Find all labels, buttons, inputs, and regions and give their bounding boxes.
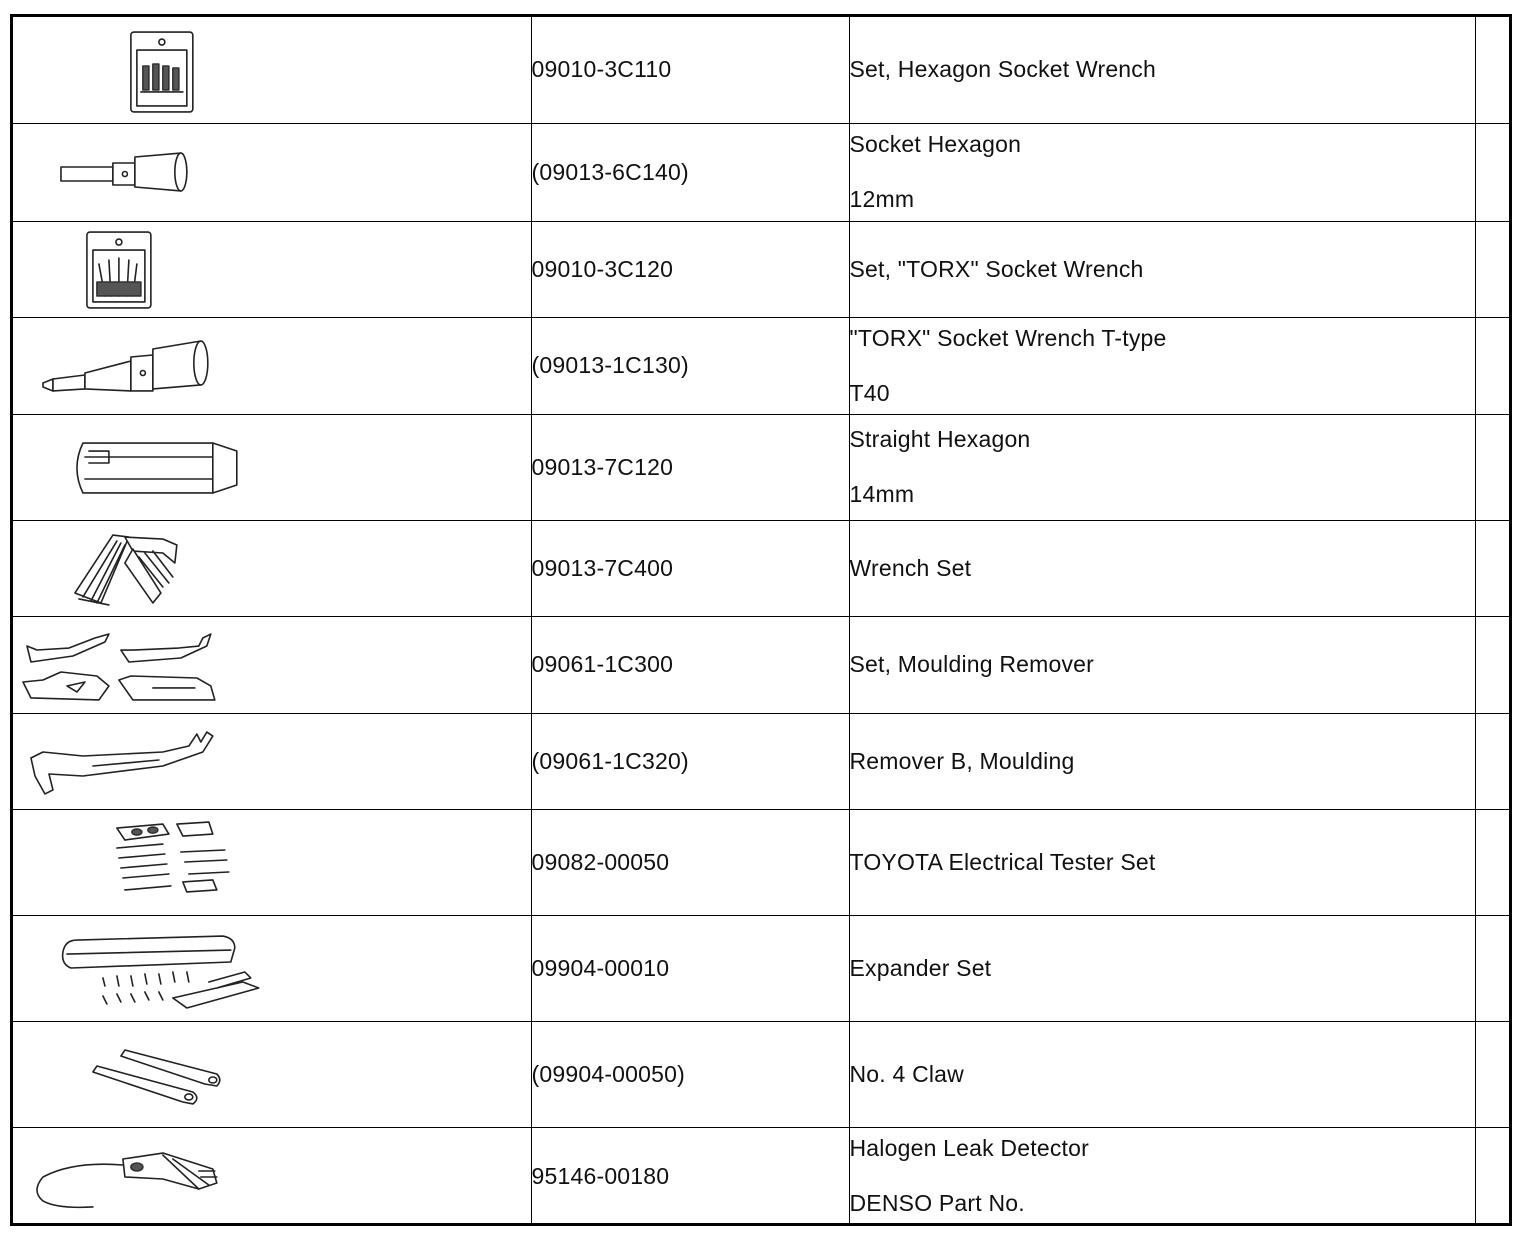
- part-number: 09061-1C300: [530, 615, 850, 714]
- note-cell: [1474, 615, 1509, 714]
- table-row: 09010-3C110 Set, Hexagon Socket Wrench: [13, 17, 1509, 124]
- tool-illustration-cell: [13, 1020, 532, 1128]
- claw-icon: [92, 1049, 221, 1105]
- tool-name: "TORX" Socket Wrench T-type: [849, 324, 1167, 351]
- note-cell: [1474, 122, 1509, 222]
- tool-detail: T40: [849, 379, 890, 406]
- moulding-remover-b-icon: [30, 731, 214, 795]
- table-row: 09013-7C120 Straight Hexagon 14mm: [13, 413, 1509, 521]
- part-number: 09010-3C120: [530, 220, 850, 318]
- tool-name-cell: Set, Moulding Remover: [848, 615, 1476, 714]
- torx-socket-wrench-t-type-icon: [42, 339, 209, 392]
- part-number: 09013-7C120: [530, 413, 850, 521]
- part-number: 09904-00010: [530, 914, 850, 1022]
- tool-name: Remover B, Moulding: [849, 747, 1075, 774]
- tool-name-cell: Expander Set: [848, 914, 1476, 1022]
- table-row: 09082-00050 TOYOTA Electrical Tester Set: [13, 808, 1509, 916]
- electrical-tester-set-icon: [116, 821, 230, 893]
- note-cell: [1474, 519, 1509, 617]
- tool-illustration-cell: [13, 413, 532, 521]
- tool-name: Socket Hexagon: [849, 131, 1022, 157]
- wrench-set-icon: [74, 534, 178, 606]
- straight-hexagon-icon: [76, 442, 238, 494]
- note-cell: [1474, 220, 1509, 318]
- tool-name: Set, "TORX" Socket Wrench: [849, 255, 1144, 282]
- tool-illustration-cell: [13, 220, 532, 318]
- table-row: (09904-00050) No. 4 Claw: [13, 1020, 1509, 1128]
- tool-name-cell: Halogen Leak Detector DENSO Part No.: [848, 1126, 1476, 1225]
- tool-detail: DENSO Part No.: [849, 1190, 1025, 1217]
- table-row: (09013-6C140) Socket Hexagon 12mm: [13, 122, 1509, 222]
- part-number: (09904-00050): [530, 1020, 850, 1128]
- tool-name: Set, Hexagon Socket Wrench: [849, 56, 1156, 83]
- table-row: 09904-00010 Expander Set: [13, 914, 1509, 1022]
- tool-illustration-cell: [13, 519, 532, 617]
- tool-name-cell: "TORX" Socket Wrench T-type T40: [848, 316, 1476, 415]
- tool-illustration-cell: [13, 17, 532, 124]
- tool-name-cell: Straight Hexagon 14mm: [848, 413, 1476, 521]
- part-number: (09013-1C130): [530, 316, 850, 415]
- table-row: 09013-7C400 Wrench Set: [13, 519, 1509, 617]
- tool-name: TOYOTA Electrical Tester Set: [849, 848, 1156, 875]
- table-row: 09061-1C300 Set, Moulding Remover: [13, 615, 1509, 714]
- note-cell: [1474, 316, 1509, 415]
- torx-socket-wrench-set-icon: [86, 231, 152, 309]
- expander-set-icon: [61, 935, 260, 1009]
- note-cell: [1474, 1020, 1509, 1128]
- tool-name: Set, Moulding Remover: [849, 651, 1095, 677]
- tool-name-cell: Set, "TORX" Socket Wrench: [848, 220, 1476, 318]
- tool-name-cell: No. 4 Claw: [848, 1020, 1476, 1128]
- tool-illustration-cell: [13, 615, 532, 714]
- tool-name: No. 4 Claw: [849, 1060, 964, 1087]
- moulding-remover-set-icon: [22, 632, 216, 701]
- note-cell: [1474, 17, 1509, 124]
- tool-illustration-cell: [13, 712, 532, 810]
- table-row: (09013-1C130) "TORX" Socket Wrench T-typ…: [13, 316, 1509, 415]
- tool-name-cell: TOYOTA Electrical Tester Set: [848, 808, 1476, 916]
- note-cell: [1474, 808, 1509, 916]
- note-cell: [1474, 712, 1509, 810]
- part-number: 09082-00050: [530, 808, 850, 916]
- part-number: 09013-7C400: [530, 519, 850, 617]
- table-row: 09010-3C120 Set, "TORX" Socket Wrench: [13, 220, 1509, 318]
- tools-table: 09010-3C110 Set, Hexagon Socket Wrench: [13, 17, 1509, 1225]
- tool-name: Straight Hexagon: [849, 426, 1031, 452]
- note-cell: [1474, 914, 1509, 1022]
- tool-illustration-cell: [13, 808, 532, 916]
- tool-name-cell: Set, Hexagon Socket Wrench: [848, 17, 1476, 124]
- part-number: 95146-00180: [530, 1126, 850, 1225]
- special-tools-table: 09010-3C110 Set, Hexagon Socket Wrench: [10, 14, 1512, 1226]
- part-number: (09013-6C140): [530, 122, 850, 222]
- table-row: 95146-00180 Halogen Leak Detector DENSO …: [13, 1126, 1509, 1225]
- tool-name-cell: Socket Hexagon 12mm: [848, 122, 1476, 222]
- tool-name-cell: Remover B, Moulding: [848, 712, 1476, 810]
- part-number: (09061-1C320): [530, 712, 850, 810]
- table-row: (09061-1C320) Remover B, Moulding: [13, 712, 1509, 810]
- note-cell: [1474, 413, 1509, 521]
- halogen-leak-detector-icon: [36, 1152, 218, 1209]
- tool-detail: 14mm: [849, 481, 915, 507]
- tool-name: Halogen Leak Detector: [849, 1135, 1089, 1162]
- tool-name: Wrench Set: [849, 554, 972, 581]
- tool-illustration-cell: [13, 316, 532, 415]
- tool-illustration-cell: [13, 1126, 532, 1225]
- tool-illustration-cell: [13, 122, 532, 222]
- tool-name: Expander Set: [849, 954, 992, 981]
- note-cell: [1474, 1126, 1509, 1225]
- hexagon-socket-wrench-set-icon: [130, 30, 194, 113]
- tool-illustration-cell: [13, 914, 532, 1022]
- part-number: 09010-3C110: [530, 17, 850, 124]
- tool-detail: 12mm: [849, 186, 915, 212]
- socket-hexagon-icon: [60, 152, 188, 192]
- tool-name-cell: Wrench Set: [848, 519, 1476, 617]
